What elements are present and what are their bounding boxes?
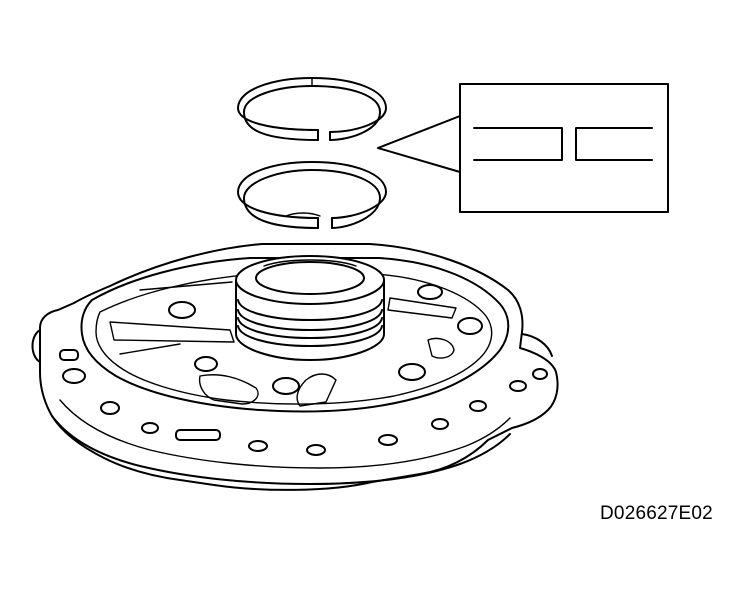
seal-ring-upper [237, 77, 387, 141]
stator-shaft-hub [235, 255, 385, 361]
bolt-heads [168, 284, 483, 395]
seal-ring-lower [237, 161, 387, 229]
oil-pump-body [31, 243, 559, 491]
figure-id-label: D026627E02 [600, 503, 713, 524]
ring-gap-callout [377, 83, 669, 213]
